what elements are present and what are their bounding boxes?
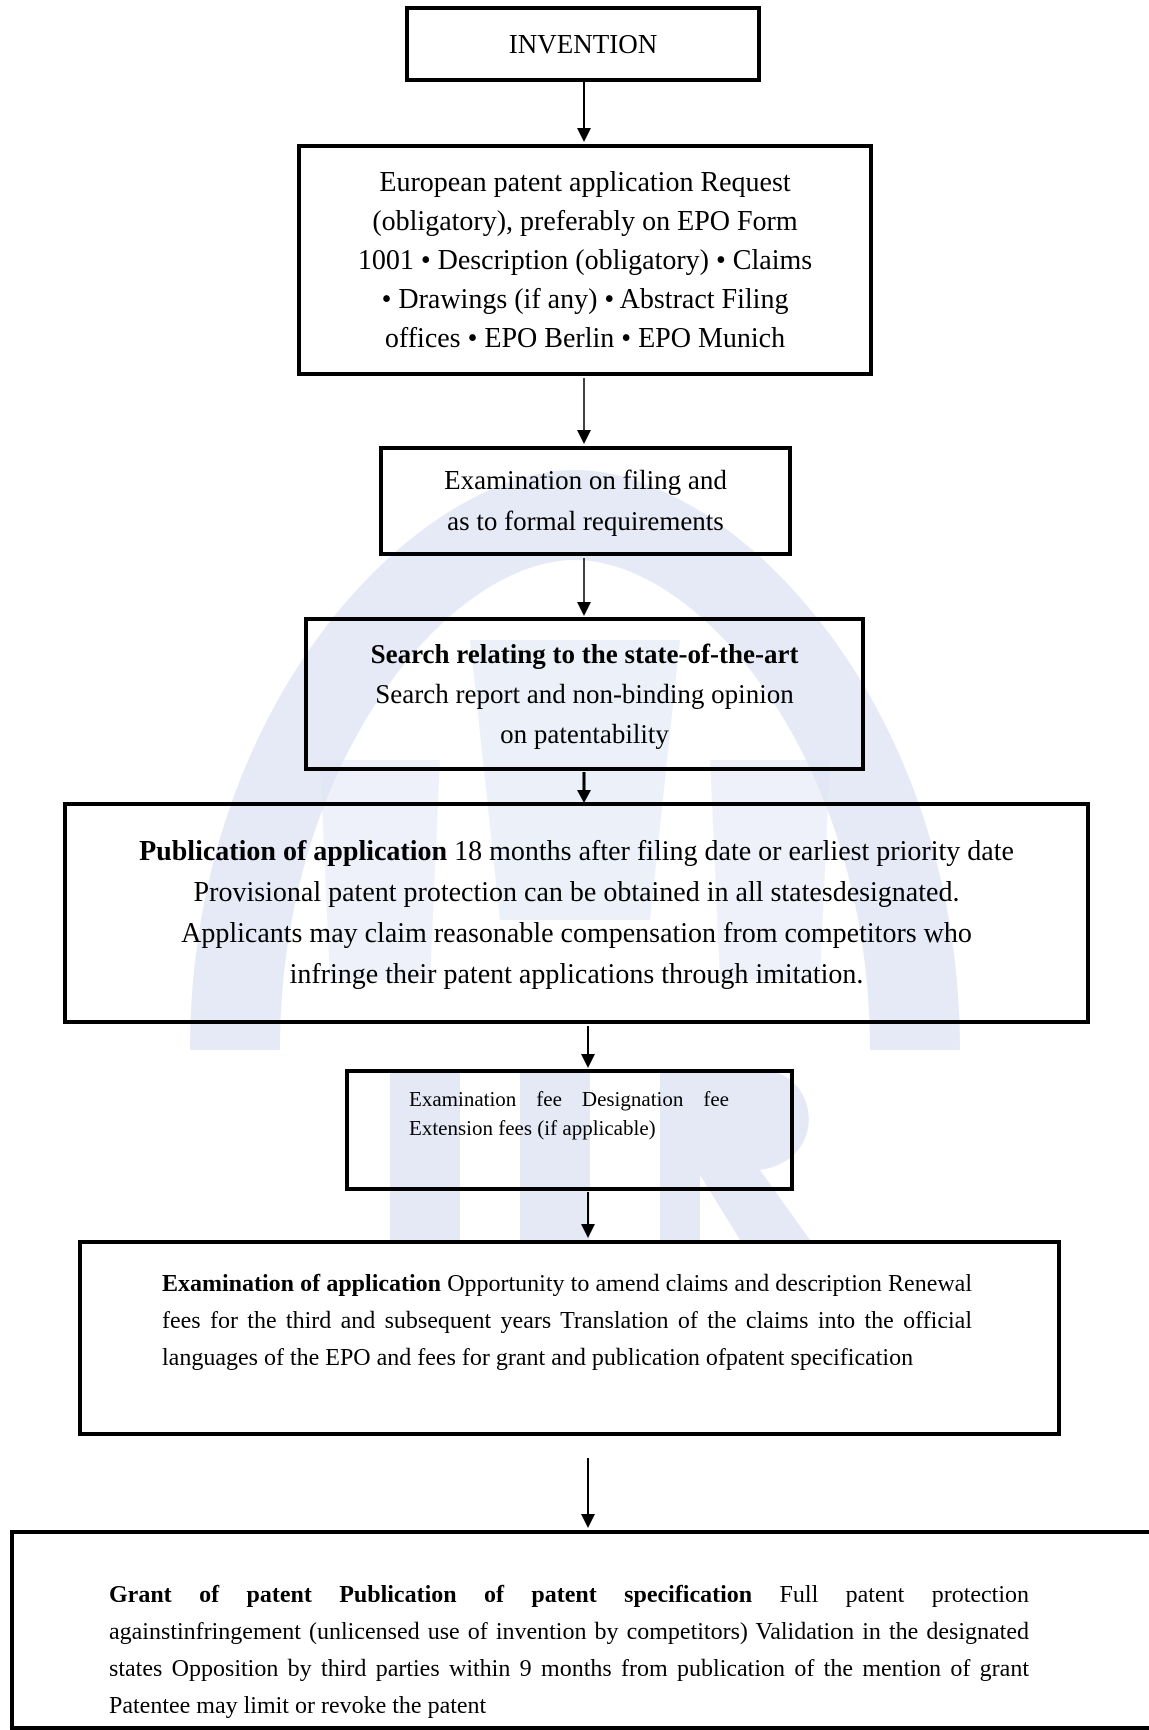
publication-line-4: infringe their patent applications throu…	[289, 959, 864, 990]
publication-title: Publication of application	[139, 836, 448, 867]
grant-title: Grant of patent Publication of patent sp…	[109, 1582, 753, 1608]
arrow-1	[577, 82, 591, 142]
exam-application-text: Opportunity to amend claims and descript…	[162, 1271, 972, 1371]
watermark-letters	[390, 1070, 810, 1240]
grant-box: Grant of patent Publication of patent sp…	[10, 1530, 1149, 1730]
search-line-2: on patentability	[500, 719, 669, 749]
formal-exam-line-1: Examination on filing and	[444, 465, 727, 495]
search-line-1: Search report and non-binding opinion	[375, 679, 794, 709]
publication-line-1: Publication of application 18 months aft…	[139, 831, 1014, 872]
invention-box: INVENTION	[405, 6, 761, 82]
arrow-7	[581, 1458, 595, 1528]
publication-line-3: Applicants may claim reasonable compensa…	[181, 918, 972, 949]
grant-text-block: Grant of patent Publication of patent sp…	[109, 1577, 1029, 1725]
arrow-5	[581, 1026, 595, 1068]
arrow-2	[577, 378, 591, 444]
application-line-4: • Drawings (if any) • Abstract Filing	[381, 283, 789, 315]
arrow-4	[577, 772, 591, 803]
invention-label: INVENTION	[508, 28, 658, 59]
publication-line-1-rest: 18 months after filing date or earliest …	[447, 836, 1014, 867]
exam-application-text-block: Examination of application Opportunity t…	[162, 1266, 972, 1377]
application-line-5: offices • EPO Berlin • EPO Munich	[384, 322, 786, 354]
application-box: European patent application Request (obl…	[297, 144, 873, 376]
application-line-3: 1001 • Description (obligatory) • Claims	[357, 244, 813, 276]
exam-application-title: Examination of application	[162, 1271, 442, 1297]
arrow-3	[577, 558, 591, 616]
formal-exam-line-2: as to formal requirements	[447, 506, 724, 536]
search-box: Search relating to the state-of-the-art …	[304, 617, 865, 771]
arrow-6	[581, 1192, 595, 1238]
fees-text: Examination fee Designation fee Extensio…	[409, 1087, 729, 1140]
application-line-1: European patent application Request	[379, 166, 791, 198]
grant-text: Full patent protection againstinfringeme…	[109, 1582, 1030, 1719]
exam-application-box: Examination of application Opportunity t…	[78, 1240, 1061, 1436]
publication-box: Publication of application 18 months aft…	[63, 802, 1090, 1024]
publication-line-2: Provisional patent protection can be obt…	[193, 877, 960, 908]
fees-box: Examination fee Designation fee Extensio…	[345, 1069, 794, 1191]
formal-exam-box: Examination on filing and as to formal r…	[379, 446, 792, 556]
application-line-2: (obligatory), preferably on EPO Form	[372, 205, 798, 237]
search-title: Search relating to the state-of-the-art	[370, 639, 799, 669]
